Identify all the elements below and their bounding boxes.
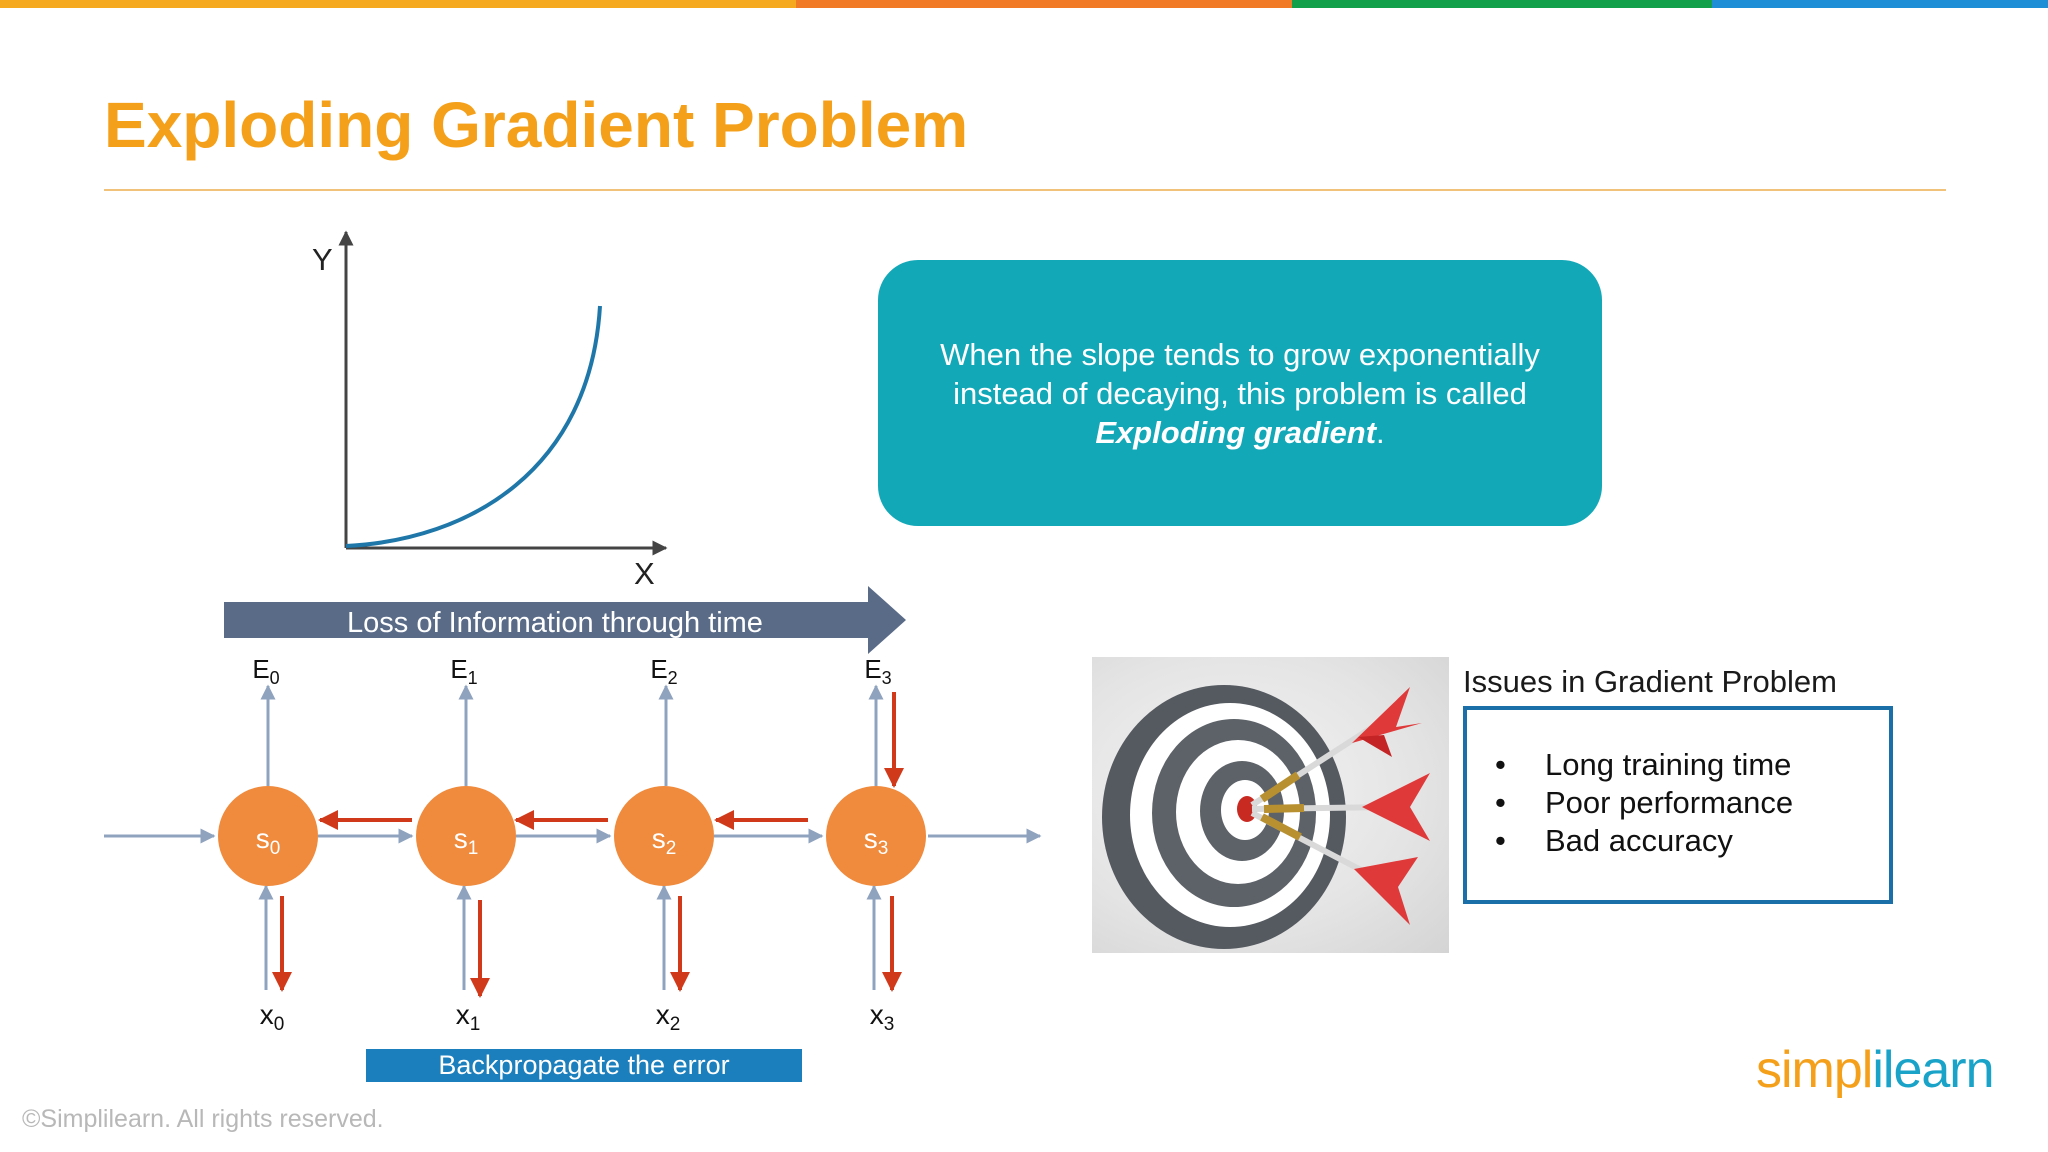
logo-part-1: simpl [1756, 1041, 1873, 1099]
dart-2 [1251, 773, 1430, 841]
input-label-x2: x2 [656, 999, 681, 1035]
node-label-s1: s1 [454, 823, 479, 859]
title-divider [104, 189, 1946, 191]
callout-line-2: instead of decaying, this problem is cal… [953, 375, 1527, 411]
exponential-curve [345, 305, 602, 548]
top-bar-segment-green [1292, 0, 1712, 8]
rnn-diagram: s0 s1 s2 s3 E0 E1 E2 E3 x0 x1 x2 x3 [104, 654, 1042, 1035]
issue-text: Bad accuracy [1545, 823, 1733, 858]
issue-item: • Poor performance [1467, 784, 1889, 822]
logo-bar: i [1872, 1041, 1884, 1099]
bullet: • [1495, 823, 1506, 858]
input-label-x0: x0 [260, 999, 285, 1035]
dart-1 [1250, 687, 1422, 808]
rnn-node-s0 [218, 786, 318, 886]
bullet: • [1495, 747, 1506, 782]
output-label-e3: E3 [864, 654, 891, 688]
exponential-graph: Y X [312, 230, 668, 591]
graph-y-label: Y [312, 242, 333, 277]
banner-label: Loss of Information through time [347, 607, 763, 639]
target-dartboard-image [1092, 657, 1449, 953]
rnn-node-s2 [614, 786, 714, 886]
simplilearn-logo: simplilearn [1756, 1040, 1995, 1100]
issue-text: Poor performance [1545, 785, 1794, 820]
node-label-s2: s2 [652, 823, 677, 859]
input-label-x3: x3 [870, 999, 895, 1035]
output-label-e2: E2 [650, 654, 677, 688]
definition-callout: When the slope tends to grow exponential… [878, 260, 1602, 526]
callout-tail: . [1376, 414, 1385, 450]
slide-title: Exploding Gradient Problem [104, 89, 969, 161]
top-bar-segment-orange [0, 0, 796, 8]
issues-list: • Long training time • Poor performance • B… [1467, 710, 1889, 860]
issue-item: • Long training time [1467, 746, 1889, 784]
input-label-x1: x1 [456, 999, 481, 1035]
top-bar-segment-red-orange [796, 0, 1292, 8]
node-label-s0: s0 [256, 823, 281, 859]
node-label-s3: s3 [864, 823, 889, 859]
bullet: • [1495, 785, 1506, 820]
rnn-node-s1 [416, 786, 516, 886]
issues-list-box: • Long training time • Poor performance • B… [1463, 706, 1893, 904]
top-color-bar [0, 0, 2048, 8]
banner-arrow-shape [224, 586, 906, 654]
dart-3 [1250, 810, 1418, 925]
callout-text: When the slope tends to grow exponential… [940, 335, 1540, 452]
callout-emphasis: Exploding gradient [1095, 414, 1377, 450]
graph-x-label: X [634, 556, 655, 591]
issues-heading: Issues in Gradient Problem [1463, 664, 1837, 699]
top-bar-segment-blue [1712, 0, 2048, 8]
callout-line-1: When the slope tends to grow exponential… [940, 336, 1540, 372]
backpropagate-label: Backpropagate the error [366, 1049, 802, 1082]
output-label-e1: E1 [450, 654, 477, 688]
dartboard-illustration [1102, 685, 1430, 949]
issue-item: • Bad accuracy [1467, 822, 1889, 860]
loss-of-information-banner: Loss of Information through time [224, 586, 906, 654]
logo-part-2: learn [1882, 1041, 1995, 1099]
rnn-node-s3 [826, 786, 926, 886]
issue-text: Long training time [1545, 747, 1792, 782]
output-label-e0: E0 [252, 654, 279, 688]
copyright-footer: ©Simplilearn. All rights reserved. [22, 1105, 384, 1133]
